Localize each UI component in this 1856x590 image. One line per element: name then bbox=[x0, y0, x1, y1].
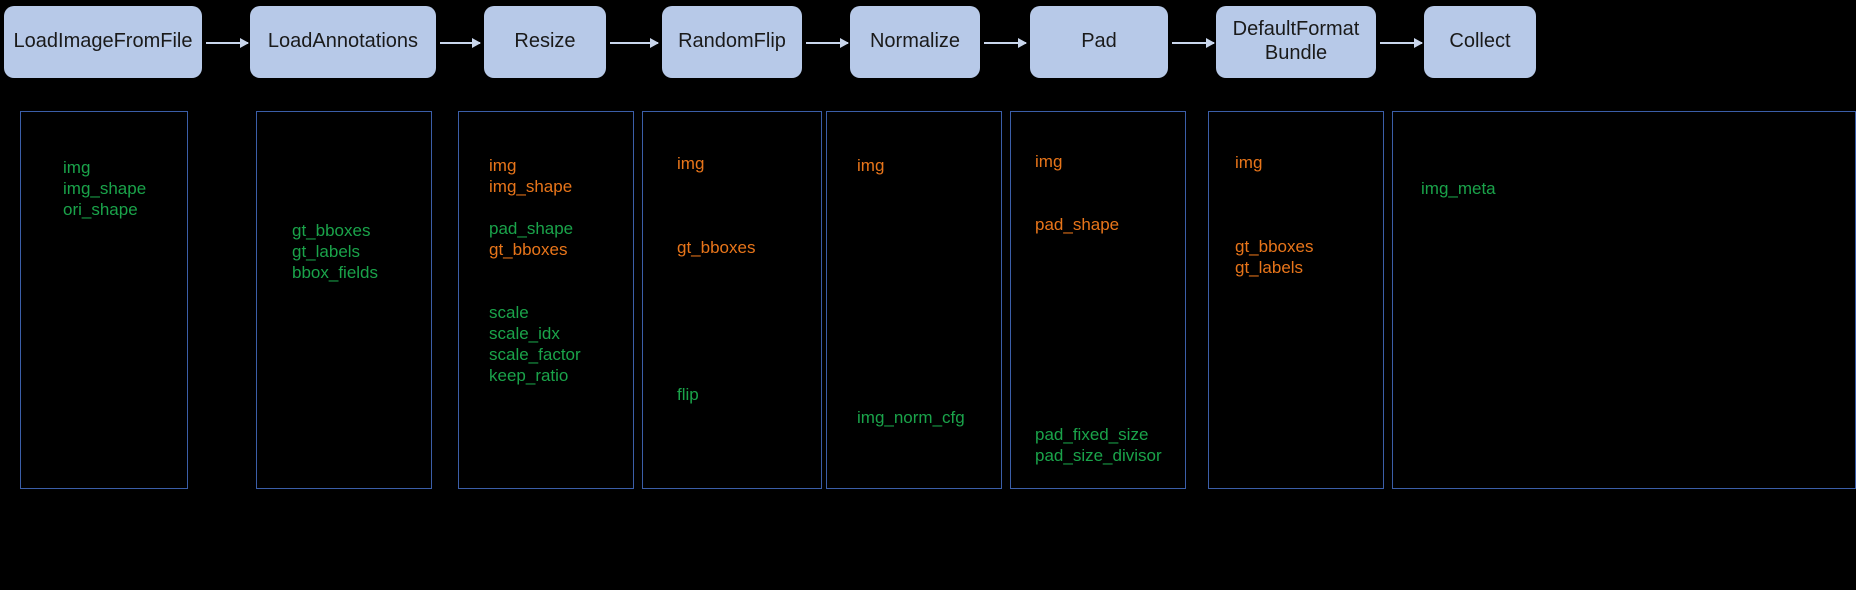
key-label: gt_bboxes bbox=[1235, 237, 1314, 256]
key-label: bbox_fields bbox=[292, 263, 379, 282]
key-label: scale bbox=[489, 303, 529, 322]
key-list: gt_bboxes gt_labels bbox_fields bbox=[257, 112, 431, 488]
key-label: scale_factor bbox=[489, 345, 581, 364]
stage-label: Pad bbox=[1081, 30, 1117, 53]
keys-panel-normalize: img img_norm_cfg bbox=[826, 111, 1002, 489]
keys-panel-collect: img_meta bbox=[1392, 111, 1856, 489]
arrow-5 bbox=[1172, 38, 1215, 48]
key-list: img_meta bbox=[1393, 112, 1855, 488]
key-label: scale_idx bbox=[489, 324, 560, 343]
keys-panel-defaultformatbundle: img gt_bboxes gt_labels bbox=[1208, 111, 1384, 489]
arrow-2 bbox=[610, 38, 659, 48]
stage-box-loadimagefromfile[interactable]: LoadImageFromFile bbox=[4, 6, 202, 78]
key-label: gt_labels bbox=[292, 242, 361, 261]
key-label: gt_labels bbox=[1235, 258, 1304, 277]
key-label: img_shape bbox=[489, 177, 573, 196]
stage-box-defaultformatbundle[interactable]: DefaultFormat Bundle bbox=[1216, 6, 1376, 78]
key-list: img pad_shape pad_fixed_size pad_size_divis… bbox=[1011, 112, 1185, 488]
arrow-3 bbox=[806, 38, 849, 48]
key-list: img img_norm_cfg bbox=[827, 112, 1001, 488]
key-label: pad_shape bbox=[1035, 215, 1120, 234]
key-label: gt_bboxes bbox=[489, 240, 568, 259]
stage-label: Resize bbox=[514, 30, 576, 53]
key-label: ori_shape bbox=[63, 200, 138, 219]
arrow-1 bbox=[440, 38, 481, 48]
arrow-4 bbox=[984, 38, 1027, 48]
keys-panel-loadimagefromfile: img img_shape ori_shape bbox=[20, 111, 188, 489]
arrow-0 bbox=[206, 38, 249, 48]
key-label: pad_size_divisor bbox=[1035, 446, 1162, 465]
key-label: img_norm_cfg bbox=[857, 408, 965, 427]
key-list: img img_shape ori_shape bbox=[21, 112, 187, 488]
key-label: img_meta bbox=[1421, 179, 1496, 198]
key-label: gt_bboxes bbox=[292, 221, 371, 240]
key-label: gt_bboxes bbox=[677, 238, 756, 257]
key-label: img bbox=[857, 156, 885, 175]
stage-label: LoadImageFromFile bbox=[13, 30, 193, 53]
stage-box-normalize[interactable]: Normalize bbox=[850, 6, 980, 78]
key-label: pad_fixed_size bbox=[1035, 425, 1149, 444]
keys-panel-pad: img pad_shape pad_fixed_size pad_size_divis… bbox=[1010, 111, 1186, 489]
stage-label: Normalize bbox=[869, 30, 961, 53]
key-label: keep_ratio bbox=[489, 366, 569, 385]
stage-label: Collect bbox=[1449, 30, 1511, 53]
stage-label-line2: Bundle bbox=[1264, 42, 1328, 64]
stage-box-collect[interactable]: Collect bbox=[1424, 6, 1536, 78]
key-label: img bbox=[677, 154, 705, 173]
stage-box-resize[interactable]: Resize bbox=[484, 6, 606, 78]
key-list: img gt_bboxes gt_labels bbox=[1209, 112, 1383, 488]
stage-label: RandomFlip bbox=[678, 30, 786, 53]
key-label: flip bbox=[677, 385, 699, 404]
stage-box-randomflip[interactable]: RandomFlip bbox=[662, 6, 802, 78]
key-label: img bbox=[63, 158, 91, 177]
stage-label-line1: DefaultFormat bbox=[1232, 18, 1360, 41]
key-label: pad_shape bbox=[489, 219, 574, 238]
key-label: img bbox=[489, 156, 517, 175]
stage-box-pad[interactable]: Pad bbox=[1030, 6, 1168, 78]
arrow-6 bbox=[1380, 38, 1423, 48]
key-label: img bbox=[1235, 153, 1263, 172]
keys-panel-loadannotations: gt_bboxes gt_labels bbox_fields bbox=[256, 111, 432, 489]
stage-label: LoadAnnotations bbox=[267, 30, 419, 53]
stage-box-loadannotations[interactable]: LoadAnnotations bbox=[250, 6, 436, 78]
key-label: img bbox=[1035, 152, 1063, 171]
key-label: img_shape bbox=[63, 179, 147, 198]
